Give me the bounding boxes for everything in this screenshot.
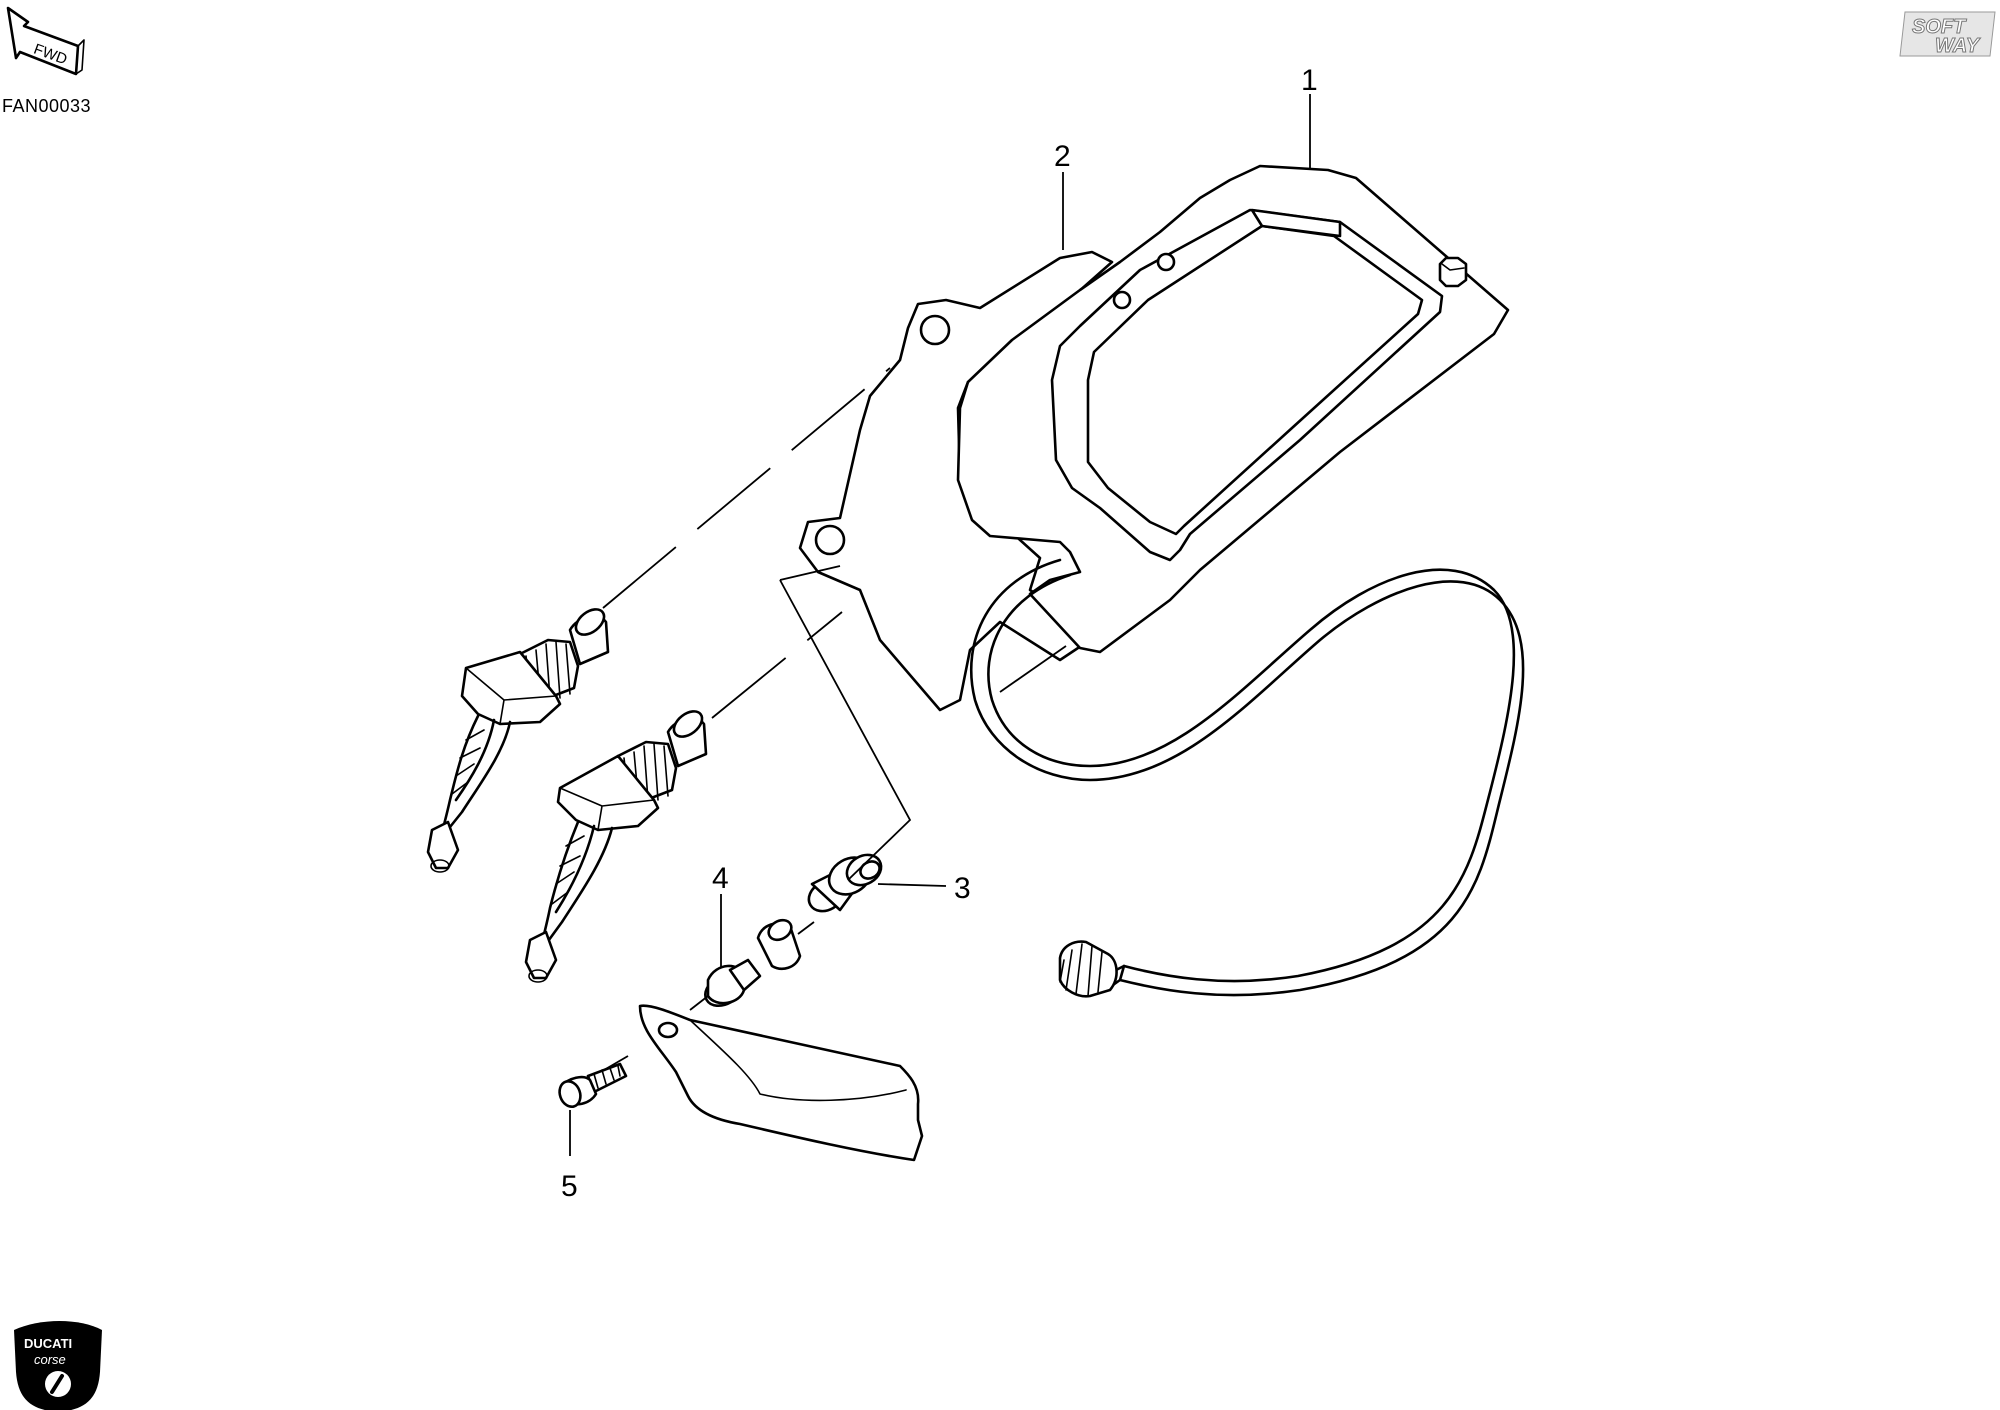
callout-5: 5	[561, 1170, 578, 1203]
callout-2: 2	[1054, 140, 1071, 173]
callout-3: 3	[954, 872, 971, 905]
bracket-hole-upper	[919, 314, 951, 346]
panel-indicator-hole-2	[1156, 252, 1176, 272]
indicator-lamp-lower	[524, 710, 708, 983]
softway-logo: SOFT WAY	[1899, 11, 1996, 58]
part-3-grommets	[807, 853, 883, 913]
ducati-corse-logo: DUCATI corse	[14, 1321, 102, 1410]
frame-mount-section	[638, 1004, 924, 1162]
indicator-lamp-upper	[426, 608, 610, 873]
callout-leaders	[569, 94, 1311, 1156]
panel-indicator-hole-1	[1112, 290, 1132, 310]
drawing-code: FAN00033	[2, 96, 92, 116]
callout-4: 4	[712, 862, 729, 895]
corse-logo-text: corse	[34, 1352, 66, 1367]
bracket-hole-lower	[814, 524, 846, 556]
softway-logo-text-bottom: WAY	[1935, 35, 1981, 57]
part-1-instrument-panel	[956, 164, 1510, 654]
forward-arrow-icon: FWD	[6, 6, 85, 76]
part-5-screw	[558, 1062, 628, 1108]
ducati-logo-text: DUCATI	[24, 1336, 72, 1351]
callout-1: 1	[1301, 64, 1318, 97]
speedometer-cable	[970, 558, 1525, 998]
assembly-lines	[602, 367, 1067, 1071]
part-4-spacers	[704, 918, 802, 1008]
softway-logo-text-top: SOFT	[1912, 16, 1967, 38]
panel-stud	[1438, 256, 1468, 288]
